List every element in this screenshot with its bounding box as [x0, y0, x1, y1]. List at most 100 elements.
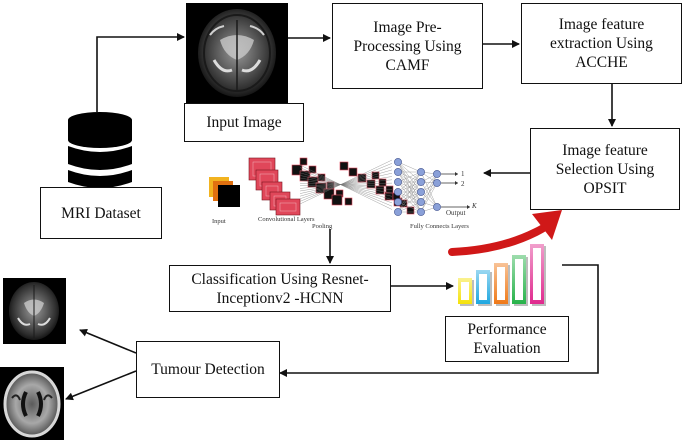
- nn-node: [417, 198, 425, 206]
- database-icon: [68, 112, 132, 188]
- nn-connection: [420, 173, 438, 193]
- nn-node: [394, 158, 402, 166]
- classification-label: Classification Using Resnet-Inceptionv2 …: [191, 270, 369, 307]
- nn-node: [394, 178, 402, 186]
- nn-connection: [299, 177, 393, 194]
- nn-connection: [397, 171, 422, 183]
- chart-bar-gloss: [530, 244, 544, 304]
- nn-pool-block: [331, 194, 343, 206]
- nn-output-2: 2: [461, 180, 465, 188]
- feature-selection-label: Image feature Selection Using OPSIT: [555, 141, 655, 197]
- nn-connection: [299, 180, 393, 190]
- nn-conv-label: Convolutional Layers: [258, 216, 315, 223]
- nn-connection: [299, 179, 393, 189]
- brain-mri-image-icon: [186, 3, 288, 103]
- classification-box: Classification Using Resnet-Inceptionv2 …: [169, 265, 391, 312]
- tumour-detection-box: Tumour Detection: [136, 341, 280, 398]
- nn-connection: [299, 172, 393, 200]
- nn-connection: [299, 166, 393, 199]
- nn-connection: [299, 176, 393, 192]
- nn-conv-layer: [279, 202, 297, 212]
- arrow-detection-to-image-2: [65, 370, 137, 401]
- nn-conv-layer: [275, 198, 301, 216]
- nn-connection: [299, 164, 393, 210]
- chart-bar-gloss: [512, 255, 526, 304]
- feature-selection-box: Image feature Selection Using OPSIT: [530, 128, 680, 210]
- chart-bar-gloss: [494, 263, 508, 304]
- nn-pool-block: [357, 173, 367, 183]
- nn-connection: [299, 175, 393, 197]
- nn-pool-block: [339, 161, 349, 171]
- arrow-dataset-to-input: [96, 33, 185, 112]
- nn-output-arrow: [455, 181, 458, 185]
- neural-network-icon: [209, 157, 470, 216]
- nn-connection: [397, 171, 422, 213]
- nn-node: [417, 178, 425, 186]
- nn-connection: [299, 182, 393, 186]
- nn-output-k: K: [471, 202, 477, 210]
- input-image-box: Input Image: [184, 103, 304, 142]
- tumour-detection-label: Tumour Detection: [151, 361, 265, 378]
- nn-connection: [397, 161, 422, 173]
- nn-node: [433, 170, 441, 178]
- feature-extraction-label: Image feature extraction Using ACCHE: [550, 16, 653, 71]
- tumour-mri-image-icon-1: [3, 278, 66, 344]
- nn-pool-block: [317, 173, 326, 182]
- nn-connection: [299, 163, 393, 202]
- chart-bar-gloss: [458, 278, 472, 304]
- nn-connection: [397, 171, 422, 193]
- arrow-detection-to-image-1: [79, 328, 137, 354]
- nn-pool-block: [344, 197, 353, 206]
- arrow-chart-to-detection: [279, 264, 599, 377]
- nn-pool-block: [348, 167, 358, 177]
- nn-connection: [299, 159, 393, 205]
- nn-node: [417, 208, 425, 216]
- nn-connection: [420, 182, 438, 213]
- nn-node: [433, 179, 441, 187]
- preprocessing-label: Image Pre-Processing Using CAMF: [353, 18, 462, 74]
- nn-output-label: Output: [446, 209, 466, 217]
- nn-connection: [397, 171, 422, 203]
- chart-bar-gloss: [476, 270, 490, 304]
- nn-node: [394, 188, 402, 196]
- nn-pool-block: [291, 164, 303, 176]
- nn-node: [394, 168, 402, 176]
- nn-connection: [420, 181, 438, 208]
- nn-connection: [299, 173, 393, 194]
- growth-arrow-head: [532, 210, 562, 240]
- nn-input-label: Input: [212, 218, 226, 225]
- nn-input-layer: [218, 185, 240, 207]
- tumour-mri-image-icon-2: [0, 367, 64, 440]
- nn-node: [394, 208, 402, 216]
- nn-pool-block: [323, 188, 335, 200]
- nn-connection: [397, 201, 422, 213]
- nn-connection: [299, 169, 393, 197]
- performance-evaluation-box: Performance Evaluation: [445, 316, 569, 362]
- mri-dataset-label: MRI Dataset: [61, 204, 141, 222]
- nn-connection: [299, 183, 393, 187]
- bar-chart-growth-icon: [448, 210, 562, 306]
- nn-pool-block: [366, 179, 376, 189]
- nn-pooling-label: Pooling: [312, 223, 333, 230]
- nn-fc-label: Fully Connects Layers: [410, 223, 469, 230]
- input-image-label: Input Image: [206, 114, 282, 131]
- nn-connection: [299, 167, 393, 207]
- nn-pool-block: [378, 178, 387, 187]
- nn-output-arrow: [467, 205, 470, 209]
- nn-output-arrow: [455, 172, 458, 176]
- preprocessing-box: Image Pre-Processing Using CAMF: [332, 3, 483, 89]
- mri-dataset-box: MRI Dataset: [40, 187, 162, 239]
- nn-pool-block: [406, 206, 415, 215]
- nn-node: [433, 203, 441, 211]
- nn-output-1: 1: [461, 170, 465, 178]
- nn-node: [417, 168, 425, 176]
- nn-connection: [299, 170, 393, 204]
- nn-connection: [420, 173, 438, 203]
- feature-extraction-box: Image feature extraction Using ACCHE: [521, 3, 682, 84]
- nn-connection: [397, 181, 422, 213]
- performance-evaluation-label: Performance Evaluation: [467, 321, 547, 357]
- nn-pool-block: [299, 157, 308, 166]
- nn-node: [394, 198, 402, 206]
